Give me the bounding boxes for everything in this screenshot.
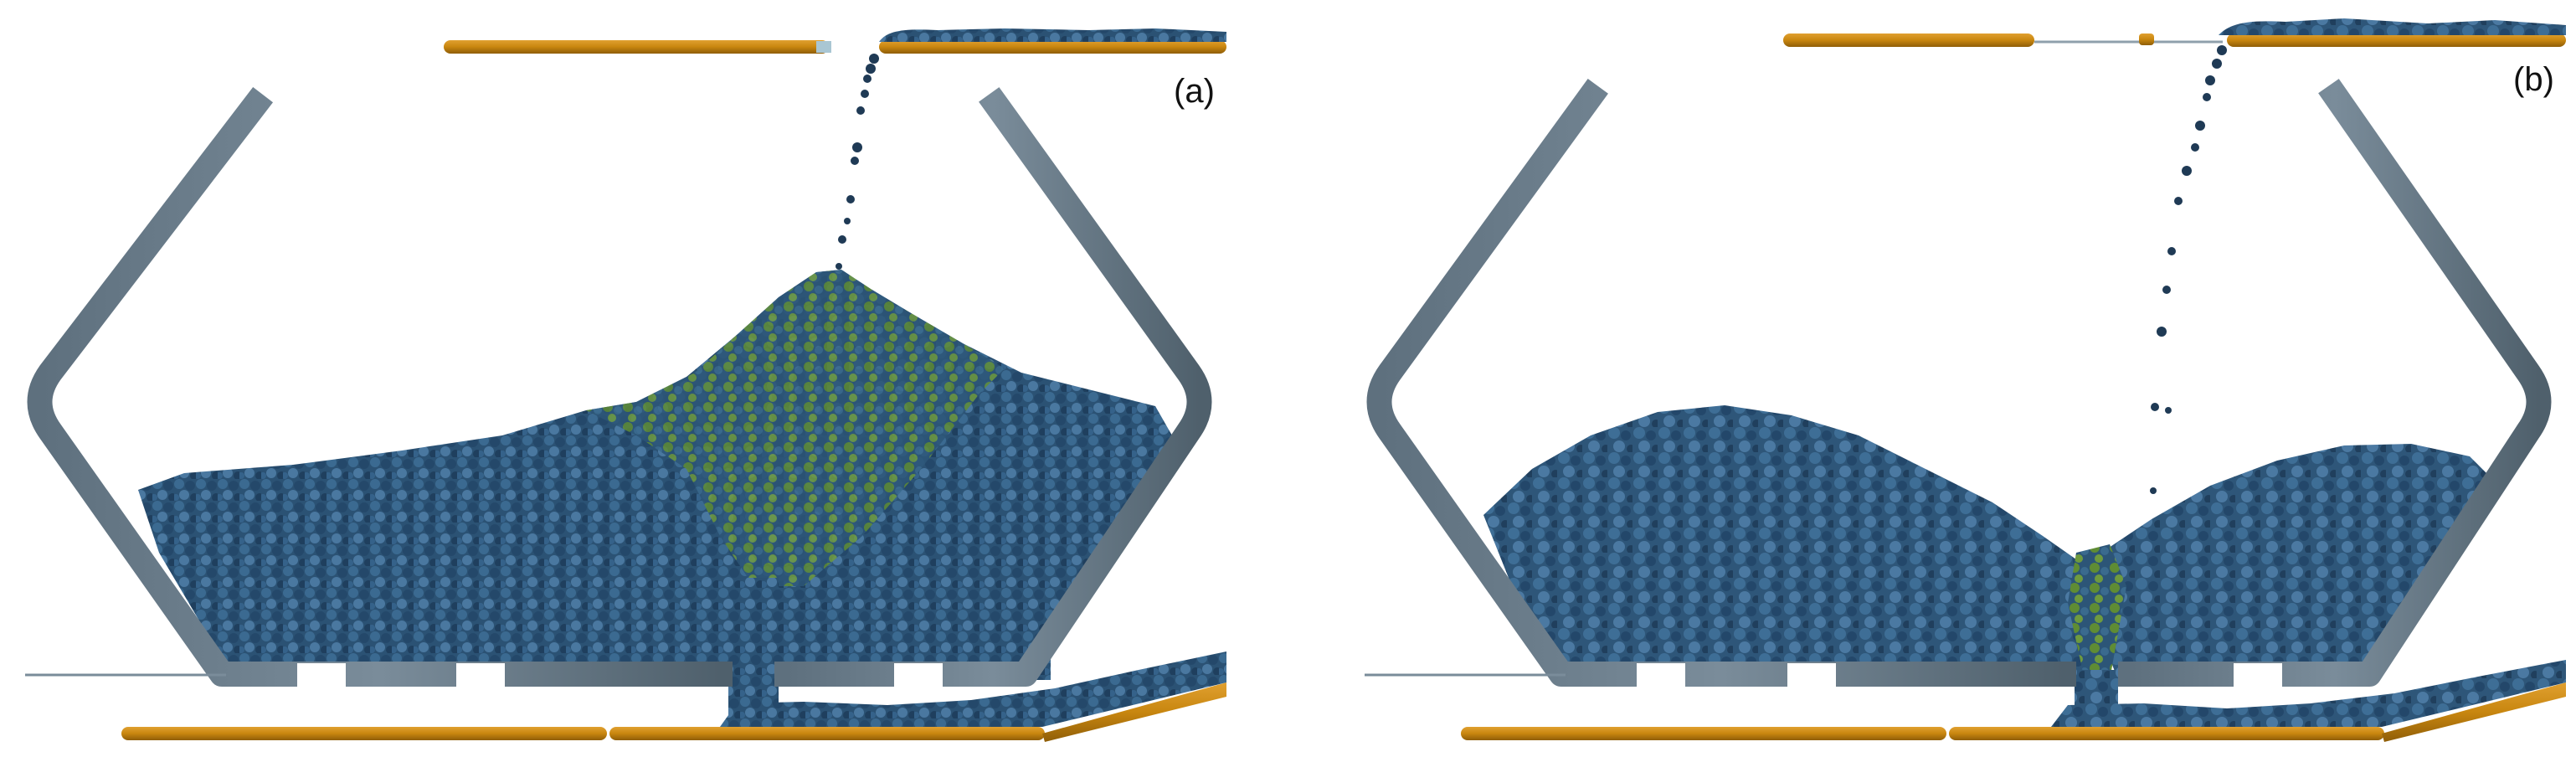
panel-a-falling-particles bbox=[836, 54, 879, 270]
panel-a-bottom-belt-material bbox=[720, 651, 1226, 727]
panel-a-top-belt-material bbox=[879, 28, 1226, 42]
panel-b-top-belt-right bbox=[2227, 33, 2566, 47]
panel-b: (b) bbox=[1365, 18, 2566, 742]
panel-b-center-channel bbox=[2068, 544, 2126, 680]
panel-b-left-mound bbox=[1483, 405, 2093, 680]
panel-a-feed-gate bbox=[816, 41, 831, 53]
panel-a-label: (a) bbox=[1174, 73, 1215, 110]
panel-a-top-belt-right bbox=[879, 40, 1226, 54]
panel-b-label: (b) bbox=[2513, 61, 2554, 98]
panel-b-top-belt-left bbox=[1783, 33, 2034, 47]
panel-a-bottom-belt-incline bbox=[1042, 682, 1226, 742]
panel-a-bottom-slots bbox=[297, 663, 943, 687]
panel-b-falling-particles bbox=[2150, 45, 2227, 494]
panel-a-bin-walls bbox=[27, 86, 1212, 687]
panel-b-bottom-belt-left bbox=[1461, 727, 1946, 740]
panel-b-bottom-slots bbox=[1637, 663, 2282, 687]
panel-b-top-belt-material bbox=[2219, 18, 2566, 35]
panel-a-bottom-belt-left bbox=[121, 727, 607, 740]
panel-b-feed-gate bbox=[2139, 33, 2154, 45]
panel-b-bottom-belt-material bbox=[2051, 660, 2566, 727]
panel-a-tracer-band bbox=[586, 270, 1005, 586]
panel-b-bottom-belt-incline bbox=[2382, 682, 2566, 742]
panel-b-bottom-belt-mid bbox=[1949, 727, 2384, 740]
panel-a-top-belt-left bbox=[444, 40, 829, 54]
panel-a-bulk-material bbox=[138, 270, 1172, 680]
panel-b-bin-walls bbox=[1366, 79, 2552, 687]
panel-a-bottom-belt-mid bbox=[609, 727, 1045, 740]
panel-a: (a) bbox=[25, 28, 1226, 742]
